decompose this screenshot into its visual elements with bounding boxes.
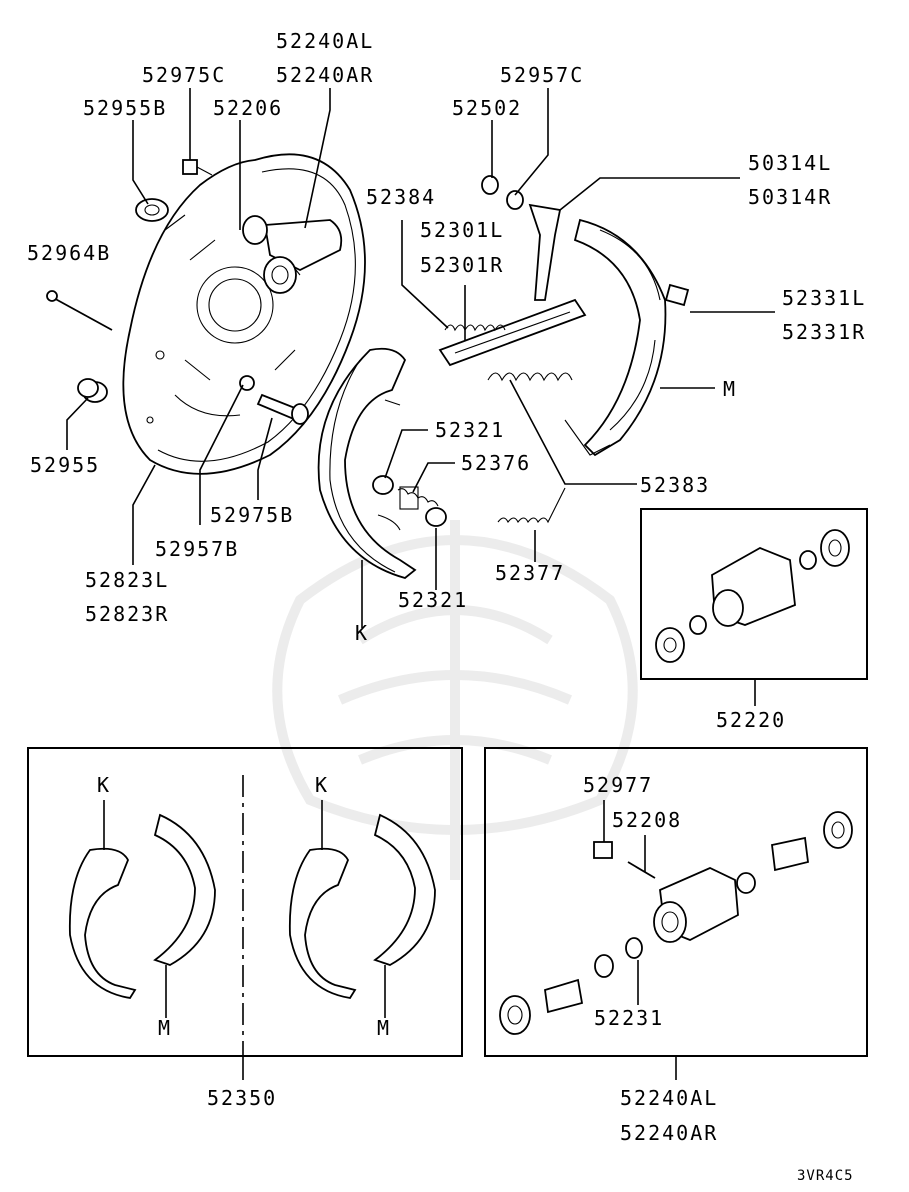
spring-52376 <box>397 486 439 510</box>
label-k-left2: K <box>315 773 329 797</box>
label-m-left2: M <box>377 1016 391 1040</box>
leader-lines <box>66 88 775 628</box>
bolt-52975b <box>239 375 309 425</box>
label-50314l: 50314L <box>748 151 832 175</box>
label-52384: 52384 <box>366 185 436 209</box>
cup-52321-upper <box>372 475 394 495</box>
reference-code: 3VR4C5 <box>797 1168 854 1184</box>
bolt-52964b <box>46 290 113 331</box>
label-52220: 52220 <box>716 708 786 732</box>
cup-52321-lower <box>425 507 447 527</box>
plug-52955 <box>77 378 108 403</box>
spring-52384 <box>444 324 506 332</box>
label-52955: 52955 <box>30 453 100 477</box>
label-52977: 52977 <box>583 773 653 797</box>
label-52823r: 52823R <box>85 602 169 626</box>
label-52321-upper: 52321 <box>435 418 505 442</box>
label-52377: 52377 <box>495 561 565 585</box>
spring-52383 <box>487 372 573 382</box>
wheel-cylinder-kit-box <box>640 508 868 706</box>
label-cylinder-al: 52240AL <box>276 29 374 53</box>
brake-shoe-m <box>564 218 690 457</box>
label-52975b: 52975B <box>210 503 294 527</box>
label-52208: 52208 <box>612 808 682 832</box>
label-cylinder-ar: 52240AR <box>276 63 374 87</box>
label-52955b: 52955B <box>83 96 167 120</box>
label-m-right: M <box>723 377 737 401</box>
label-52823l: 52823L <box>85 568 169 592</box>
label-52231: 52231 <box>594 1006 664 1030</box>
label-52331l: 52331L <box>782 286 866 310</box>
part-labels: 52240AL 52240AR 52975C 52955B 52206 5295… <box>27 29 866 1184</box>
label-bottom-ar: 52240AR <box>620 1121 718 1145</box>
label-52206: 52206 <box>213 96 283 120</box>
label-52331r: 52331R <box>782 320 866 344</box>
label-52321-lower: 52321 <box>398 588 468 612</box>
brake-shoe-k <box>317 347 417 579</box>
shoe-set-box <box>27 747 463 1080</box>
bleeder-screw-52975c <box>182 159 213 176</box>
label-k-left1: K <box>97 773 111 797</box>
label-52350: 52350 <box>207 1086 277 1110</box>
strut-52301 <box>438 298 587 367</box>
label-52502: 52502 <box>452 96 522 120</box>
watermark <box>272 520 638 880</box>
washer-52957c <box>506 190 524 210</box>
label-52301l: 52301L <box>420 218 504 242</box>
wheel-cylinder-on-plate <box>242 215 343 294</box>
label-52383: 52383 <box>640 473 710 497</box>
label-50314r: 50314R <box>748 185 832 209</box>
label-52376: 52376 <box>461 451 531 475</box>
cap-52955b <box>135 198 169 222</box>
label-m-left1: M <box>158 1016 172 1040</box>
lever-50314 <box>528 203 562 301</box>
label-52975c: 52975C <box>142 63 226 87</box>
cylinder-exploded-box <box>484 747 868 1080</box>
label-52957c: 52957C <box>500 63 584 87</box>
label-bottom-al: 52240AL <box>620 1086 718 1110</box>
label-52301r: 52301R <box>420 253 504 277</box>
label-k-main: K <box>355 621 369 645</box>
label-52957b: 52957B <box>155 537 239 561</box>
label-52964b: 52964B <box>27 241 111 265</box>
spring-52377 <box>497 487 566 524</box>
washer-52502 <box>481 175 499 195</box>
